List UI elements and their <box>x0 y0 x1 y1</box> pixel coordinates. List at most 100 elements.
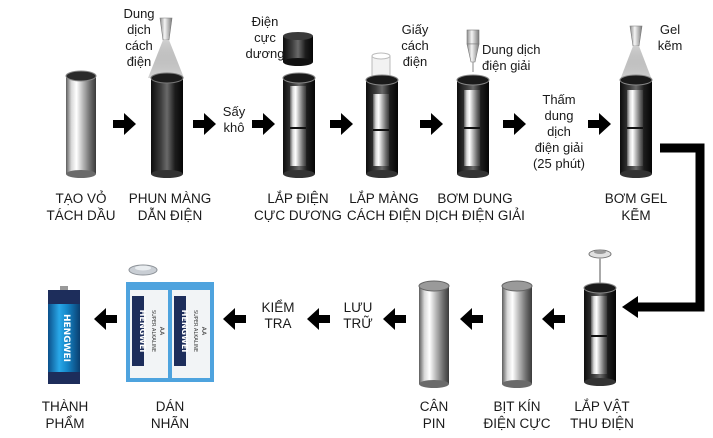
annotation-line: dịch <box>127 22 151 37</box>
step-lap-mang: LẮP MÀNG CÁCH ĐIỆN <box>338 190 430 224</box>
arrow-7 <box>588 113 611 135</box>
step-thanh-pham-line1: THÀNH <box>41 399 89 414</box>
step-bom-gel-line1: BƠM GEL <box>604 191 668 206</box>
step-tao-vo: TẠO VỎ TÁCH DẦU <box>43 190 119 224</box>
annotation-dung-dich-cach-dien: Dung dịch cách điện <box>112 6 166 70</box>
can-electrode <box>282 32 316 178</box>
arrow-label-line: LƯU <box>343 300 373 315</box>
label-sub-2: SUPER ALKALINE <box>192 310 198 352</box>
battery-brand: HENGWEI <box>61 314 71 362</box>
arrow-11 <box>307 308 330 330</box>
step-bom-gel: BƠM GEL KẼM <box>598 190 674 224</box>
step-tao-vo-line2: TÁCH DẦU <box>46 208 116 223</box>
step-lap-vat: LẮP VẬT THU ĐIỆN <box>564 398 640 432</box>
label-size-1: AA <box>158 327 165 336</box>
annotation-line: cách <box>401 38 429 53</box>
arrow-8 <box>542 308 565 330</box>
arrow-9 <box>460 308 483 330</box>
arrow-4 <box>330 113 353 135</box>
step-bit-kin: BỊT KÍN ĐIỆN CỰC <box>476 398 558 432</box>
arrow-label-line: Sấy <box>222 104 246 119</box>
arrow-label-line: điện giải <box>534 140 584 155</box>
arrow-label-line: khô <box>223 120 245 135</box>
step-thanh-pham: THÀNH PHẨM <box>30 398 100 432</box>
step-can-pin-line1: CÂN <box>419 399 449 414</box>
step-lap-mang-line2: CÁCH ĐIỆN <box>346 208 422 223</box>
annotation-giay-cach-dien: Giấy cách điện <box>394 22 436 70</box>
can-empty <box>65 70 97 178</box>
arrow-label-line: (25 phút) <box>532 156 586 171</box>
step-dan-nhan-line1: DÁN <box>155 399 185 414</box>
annotation-line: dương <box>245 46 285 61</box>
arrow-10 <box>383 308 406 330</box>
step-phun-mang: PHUN MÀNG DẪN ĐIỆN <box>125 190 215 224</box>
step-bom-dung-dich-line2: DỊCH ĐIỆN GIẢI <box>425 208 525 223</box>
annotation-line: Dung dịch <box>482 42 541 57</box>
step-dan-nhan: DÁN NHÃN <box>135 398 205 432</box>
step-lap-mang-line1: LẮP MÀNG <box>349 191 419 206</box>
arrow-label-tham: Thấm dung dịch điện giải (25 phút) <box>524 92 594 172</box>
step-dan-nhan-line2: NHÃN <box>150 416 190 431</box>
arrow-3 <box>252 113 275 135</box>
arrow-label-line: TRỮ <box>343 316 373 331</box>
arrow-label-line: TRA <box>264 316 292 331</box>
annotation-line: Gel <box>659 22 681 37</box>
step-bom-dung-dich: BƠM DUNG DỊCH ĐIỆN GIẢI <box>420 190 530 224</box>
finished-battery: HENGWEI <box>48 286 80 384</box>
step-thanh-pham-line2: PHẨM <box>45 416 85 431</box>
arrow-13 <box>94 308 117 330</box>
step-bom-dung-dich-line1: BƠM DUNG <box>437 191 513 206</box>
label-sheet: HENGWEI HENGWEI SUPER ALKALINE SUPER ALK… <box>126 264 214 382</box>
step-bit-kin-line1: BỊT KÍN <box>493 399 541 414</box>
step-bit-kin-line2: ĐIỆN CỰC <box>483 416 551 431</box>
annotation-line: điện giải <box>482 58 531 73</box>
step-lap-dien-cuc: LẮP ĐIỆN CỰC DƯƠNG <box>250 190 346 224</box>
arrow-1 <box>113 113 136 135</box>
arrow-label-kiem-tra: KIỂM TRA <box>254 300 302 332</box>
arrow-label-line: Thấm <box>542 92 576 107</box>
can-sealed <box>501 280 533 388</box>
can-electrolyte <box>456 29 490 178</box>
can-weigh <box>418 280 450 388</box>
label-size-2: AA <box>200 327 207 336</box>
arrow-12 <box>223 308 246 330</box>
step-phun-mang-line2: DẪN ĐIỆN <box>137 208 203 223</box>
label-sub-1: SUPER ALKALINE <box>150 310 156 352</box>
step-lap-dien-cuc-line2: CỰC DƯƠNG <box>254 208 342 223</box>
arrow-5 <box>420 113 443 135</box>
arrow-label-line: dung <box>544 108 574 123</box>
step-phun-mang-line1: PHUN MÀNG <box>128 191 212 206</box>
arrow-label-line: dịch <box>547 124 571 139</box>
label-brand-2: HENGWEI <box>180 310 189 353</box>
annotation-gel-kem: Gel kẽm <box>650 22 690 54</box>
step-lap-vat-line2: THU ĐIỆN <box>570 416 634 431</box>
can-separator <box>365 52 399 178</box>
step-lap-dien-cuc-line1: LẮP ĐIỆN <box>267 191 329 206</box>
step-tao-vo-line1: TẠO VỎ <box>55 191 107 206</box>
step-lap-vat-line1: LẮP VẬT <box>574 399 630 414</box>
annotation-line: điện <box>126 54 152 69</box>
can-spray <box>148 17 184 178</box>
arrow-label-luu-tru: LƯU TRỮ <box>336 300 380 332</box>
label-brand-1: HENGWEI <box>138 310 147 353</box>
connector-arrow <box>622 143 705 318</box>
arrow-label-line: KIỂM <box>261 300 295 315</box>
arrow-2 <box>193 113 216 135</box>
step-can-pin-line2: PIN <box>422 416 446 431</box>
annotation-dien-cuc-duong: Điện cực dương <box>238 14 292 62</box>
arrow-label-say-kho: Sấy khô <box>214 104 254 136</box>
annotation-line: Giấy <box>401 22 429 37</box>
annotation-line: cực <box>254 30 276 45</box>
annotation-line: Điện <box>251 14 279 29</box>
can-collector <box>583 249 617 386</box>
can-gel <box>619 25 653 178</box>
arrow-6 <box>503 113 526 135</box>
annotation-line: kẽm <box>657 38 683 53</box>
step-can-pin: CÂN PIN <box>402 398 466 432</box>
step-bom-gel-line2: KẼM <box>621 208 651 223</box>
annotation-line: cách <box>125 38 153 53</box>
annotation-dung-dich-dien-giai: Dung dịch điện giải <box>482 42 560 74</box>
annotation-line: Dung <box>123 6 155 21</box>
annotation-line: điện <box>402 54 428 69</box>
